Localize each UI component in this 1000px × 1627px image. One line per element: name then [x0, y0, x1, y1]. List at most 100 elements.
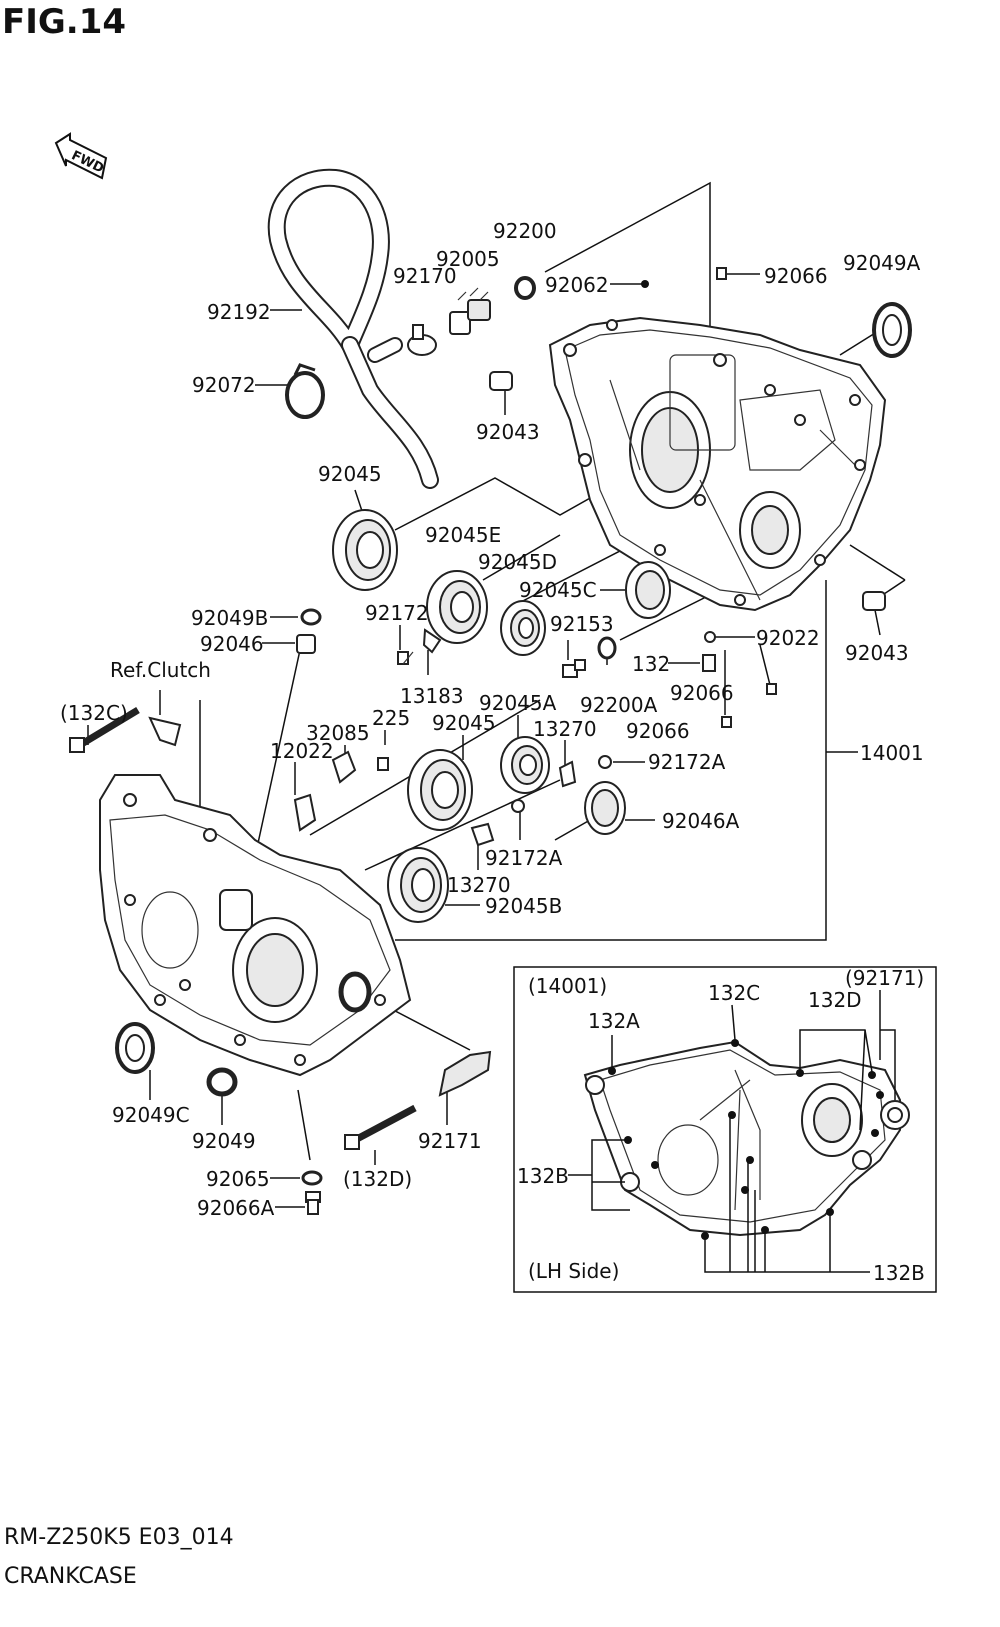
- callouts: 92200 92005 92170 92062 92066 92049A 921…: [60, 219, 924, 1220]
- label-13270-low: 13270: [447, 873, 511, 897]
- part-12022: [293, 793, 317, 832]
- label-12022: 12022: [270, 739, 334, 763]
- forward-arrow-icon: FWD: [54, 132, 108, 180]
- inset-label-132C: 132C: [708, 981, 760, 1005]
- inset-label-132B-right: 132B: [873, 1261, 925, 1285]
- label-92062: 92062: [545, 273, 609, 297]
- inset-leaders: [568, 990, 896, 1273]
- cover-92171: [438, 1050, 492, 1097]
- label-32085: 32085: [306, 721, 370, 745]
- right-crankcase-half: [548, 316, 887, 612]
- bearing-92045E: [426, 570, 488, 644]
- label-92066A: 92066A: [197, 1196, 275, 1220]
- label-92046A: 92046A: [662, 809, 740, 833]
- label-92170: 92170: [393, 264, 457, 288]
- label-92043-right: 92043: [845, 641, 909, 665]
- hose-clamp-92170: [407, 324, 437, 356]
- bearing-92045-top: [332, 509, 398, 591]
- washer-92049B: [300, 608, 322, 626]
- oil-seal-92049: [206, 1067, 238, 1097]
- oil-seal-92049A: [872, 302, 912, 358]
- label-92066-top: 92066: [764, 264, 828, 288]
- pin-92062: [641, 280, 649, 288]
- inset-label-132A: 132A: [588, 1009, 640, 1033]
- label-ref-clutch: Ref.Clutch: [110, 658, 211, 682]
- label-92022: 92022: [756, 626, 820, 650]
- bearing-92045D: [500, 600, 546, 656]
- bolt-92153: [562, 659, 586, 678]
- label-132: 132: [632, 652, 670, 676]
- lh-side-inset: (14001) 132C (92171) 132D 132A 132B 132B…: [513, 966, 937, 1293]
- plate-13183: [422, 628, 442, 654]
- dowel-92043-right: [862, 591, 886, 611]
- label-92192: 92192: [207, 300, 271, 324]
- plug-92066-mid: [766, 683, 777, 695]
- inset-label-132B-left: 132B: [517, 1164, 569, 1188]
- bolt-132D-low: [344, 1104, 417, 1150]
- oil-seal-92049C: [115, 1022, 155, 1074]
- label-92043-top: 92043: [476, 420, 540, 444]
- label-92066-low: 92066: [626, 719, 690, 743]
- bolt-132: [702, 654, 716, 672]
- bearing-92045C: [625, 561, 671, 619]
- drain-plug-92066A: [305, 1191, 321, 1215]
- guide-32085: [331, 750, 357, 784]
- inset-label-132D: 132D: [808, 988, 862, 1012]
- label-92045E: 92045E: [425, 523, 501, 547]
- label-92049C: 92049C: [112, 1103, 190, 1127]
- inset-assembly-ref: (14001): [528, 974, 607, 998]
- label-92172A-top: 92172A: [648, 750, 726, 774]
- label-92045C: 92045C: [519, 578, 597, 602]
- breather-hose-92192: [267, 168, 439, 489]
- label-92049B: 92049B: [191, 606, 268, 630]
- label-92171: 92171: [418, 1129, 482, 1153]
- label-92049: 92049: [192, 1129, 256, 1153]
- label-92066-mid: 92066: [670, 681, 734, 705]
- label-92005: 92005: [436, 247, 500, 271]
- screw-92172: [397, 651, 414, 665]
- label-92045D: 92045D: [478, 550, 557, 574]
- o-ring-92200: [514, 276, 536, 300]
- screw-225: [377, 757, 389, 771]
- label-132D-low: (132D): [343, 1167, 412, 1191]
- label-92072: 92072: [192, 373, 256, 397]
- washer-92065: [301, 1170, 323, 1186]
- bushing-92046: [296, 634, 316, 654]
- label-92046: 92046: [200, 632, 264, 656]
- label-13270-top: 13270: [533, 717, 597, 741]
- screw-92172A-top: [598, 755, 612, 769]
- label-92045-mid: 92045: [432, 711, 496, 735]
- label-92200: 92200: [493, 219, 557, 243]
- label-92045A: 92045A: [479, 691, 557, 715]
- label-92045-top: 92045: [318, 462, 382, 486]
- label-92200A: 92200A: [580, 693, 658, 717]
- bearing-92045B: [387, 847, 449, 923]
- washer-92022: [704, 631, 716, 643]
- bearing-92045-mid: [407, 749, 473, 831]
- label-92065: 92065: [206, 1167, 270, 1191]
- footer-section-name: CRANKCASE: [4, 1564, 137, 1589]
- plug-92066-low: [721, 716, 732, 728]
- plug-92066-top: [716, 267, 727, 280]
- label-13183: 13183: [400, 684, 464, 708]
- plate-13270-low: [470, 822, 495, 847]
- screw-92172A-low: [511, 799, 525, 813]
- label-225: 225: [372, 706, 410, 730]
- washer-92200A: [597, 636, 617, 660]
- figure-title: FIG.14: [2, 2, 127, 42]
- label-14001: 14001: [860, 741, 924, 765]
- label-92172: 92172: [365, 601, 429, 625]
- bolt-132C: [69, 707, 140, 753]
- left-crankcase-half: [99, 774, 412, 1077]
- breather-fitting-92005: [449, 287, 491, 335]
- inset-label-92171: (92171): [845, 966, 924, 990]
- label-132C-left: (132C): [60, 701, 128, 725]
- bearing-92045A: [500, 736, 550, 794]
- hose-clamp-92072: [285, 363, 325, 419]
- needle-bearing-92046A: [584, 781, 626, 835]
- dowel-92043-top: [489, 371, 513, 391]
- label-92172A-low: 92172A: [485, 846, 563, 870]
- plate-13270-top: [558, 760, 577, 788]
- footer-model-code: RM-Z250K5 E03_014: [4, 1525, 234, 1550]
